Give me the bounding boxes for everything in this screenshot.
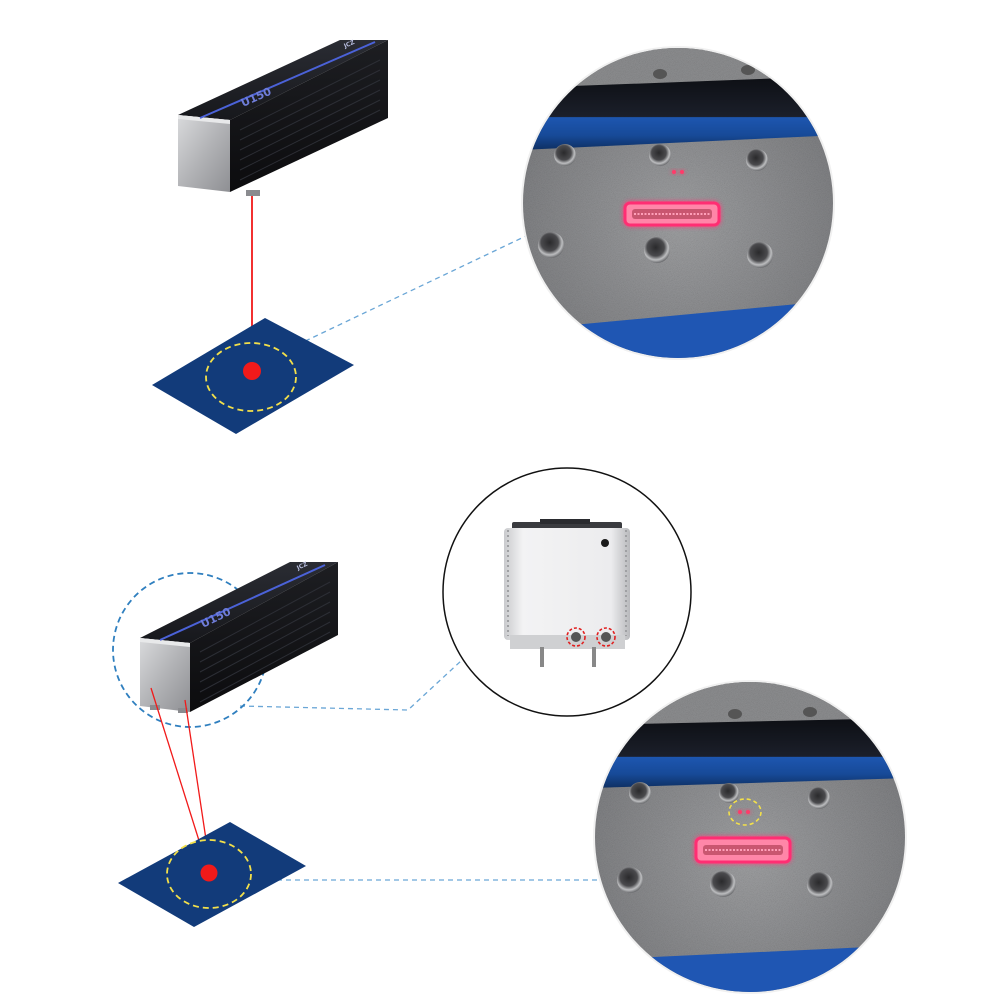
- device-brand-label: JCZ: [342, 39, 356, 51]
- laser-marking: [694, 836, 792, 864]
- mounting-hole: [629, 782, 651, 804]
- indicator-dot: [680, 170, 684, 174]
- indicator-dot: [738, 810, 742, 814]
- mounting-hole: [554, 144, 576, 166]
- inset-device-front: [442, 467, 692, 717]
- leader-line: [296, 234, 529, 346]
- mounting-hole: [617, 867, 643, 893]
- mounting-hole: [746, 149, 768, 171]
- mounting-hole: [710, 871, 736, 897]
- mounting-hole: [538, 232, 564, 258]
- leader-line: [239, 659, 463, 711]
- detail-view-dual: [593, 680, 907, 994]
- laser-device: U150 JCZ: [140, 560, 338, 713]
- detail-view-single: [521, 46, 835, 360]
- laser-beam-left: [150, 687, 208, 867]
- target-ring: [166, 839, 252, 909]
- laser-device: U150 JCZ: [178, 39, 388, 196]
- lens-highlight-ring: [566, 627, 586, 647]
- scene-dual-beam: U150 JCZ: [112, 467, 907, 994]
- lens-highlight-ring: [596, 627, 616, 647]
- target-plate: [118, 822, 306, 927]
- mounting-hole: [649, 144, 671, 166]
- target-ring: [728, 798, 762, 826]
- mounting-hole: [807, 872, 833, 898]
- red-dot: [243, 362, 261, 380]
- target-plate: [152, 318, 354, 434]
- laser-marking: [623, 201, 721, 227]
- red-dot: [200, 864, 218, 882]
- scene-single-point: U150 JCZ: [152, 39, 835, 434]
- indicator-dot: [672, 170, 676, 174]
- target-ring: [205, 342, 297, 412]
- mounting-hole: [719, 783, 739, 803]
- mounting-hole: [644, 237, 670, 263]
- indicator-dot: [746, 810, 750, 814]
- device-brand-label: JCZ: [295, 560, 309, 572]
- mounting-hole: [747, 242, 773, 268]
- mounting-hole: [808, 787, 830, 809]
